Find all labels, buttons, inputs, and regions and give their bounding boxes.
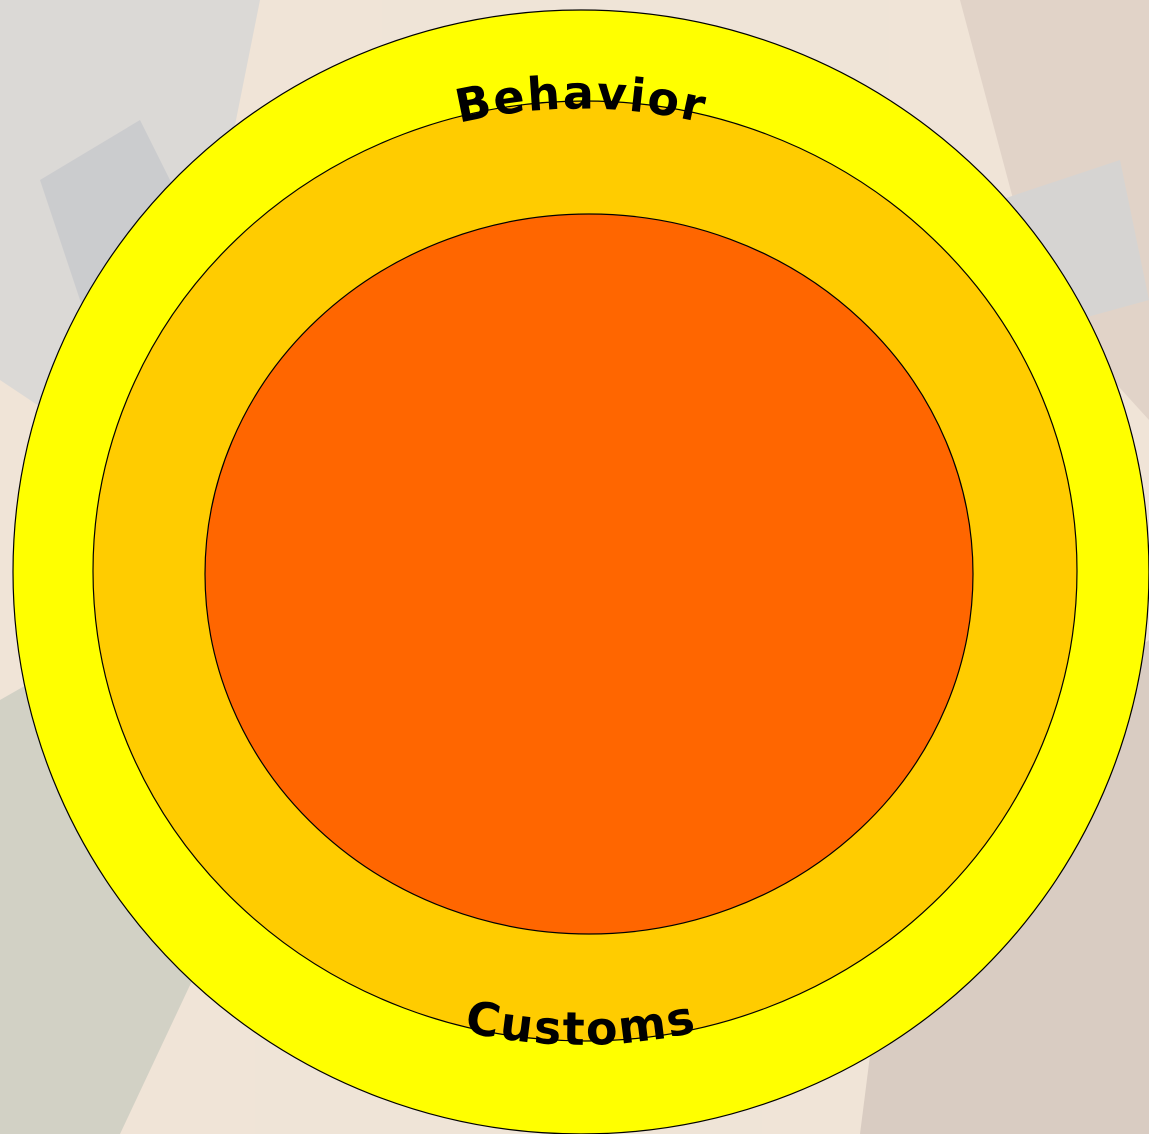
inner-core [205,214,973,934]
